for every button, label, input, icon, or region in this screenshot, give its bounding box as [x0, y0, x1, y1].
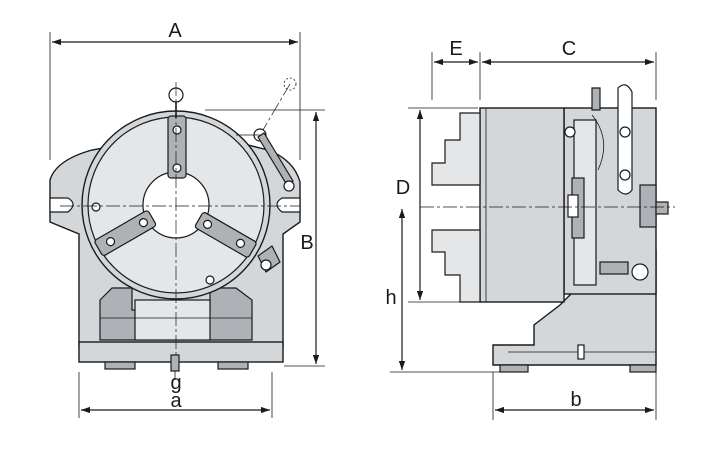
- label-B: B: [300, 232, 313, 254]
- side-view: [420, 84, 675, 373]
- lever-swing-line: [259, 83, 291, 136]
- lever-knob: [283, 180, 295, 192]
- side-pin-hole: [564, 126, 576, 138]
- side-lever-hole1: [619, 126, 631, 138]
- side-jaw-lower: [431, 229, 481, 303]
- front-foot-right: [217, 361, 249, 370]
- side-foot-right: [629, 364, 657, 373]
- left-bolt-slot: [49, 197, 74, 213]
- side-lock-cap: [260, 259, 272, 271]
- right-bolt-slot: [276, 197, 301, 213]
- front-base-plate: [78, 341, 284, 363]
- side-lever-arc: [591, 114, 605, 171]
- side-key: [577, 344, 585, 360]
- chuck-hole-left: [91, 202, 101, 212]
- jaw-left: [94, 210, 157, 256]
- label-g: g: [170, 372, 181, 394]
- side-chuck-body: [479, 107, 565, 303]
- front-key-g: [170, 354, 180, 372]
- side-right-boss: [639, 184, 657, 228]
- label-a: a: [170, 390, 182, 412]
- jaw-top: [167, 115, 187, 179]
- jaw-right: [194, 212, 257, 258]
- side-lower-lever: [599, 261, 629, 275]
- side-lever-post: [591, 87, 601, 111]
- side-lever-hole2: [619, 169, 631, 181]
- front-foot-left: [104, 361, 136, 370]
- side-dimensions: [390, 52, 657, 420]
- label-C: C: [562, 38, 576, 60]
- label-D: D: [396, 177, 410, 199]
- label-b: b: [570, 389, 581, 411]
- side-foot-left: [499, 364, 529, 373]
- front-dimensions: [49, 32, 325, 418]
- lever-alt-position: [283, 77, 297, 91]
- side-lower-knob: [631, 263, 649, 281]
- label-E: E: [449, 38, 462, 60]
- label-h: h: [385, 287, 396, 309]
- front-view: [49, 77, 301, 372]
- lever-arm: [257, 132, 294, 186]
- front-center-block: [134, 299, 211, 341]
- label-A: A: [168, 20, 182, 42]
- side-jaw-upper: [431, 112, 481, 186]
- side-clamp-slot: [567, 194, 579, 218]
- side-right-knob: [655, 201, 669, 215]
- chuck-hole-bottom: [205, 275, 215, 285]
- side-lever-handle: [617, 84, 633, 195]
